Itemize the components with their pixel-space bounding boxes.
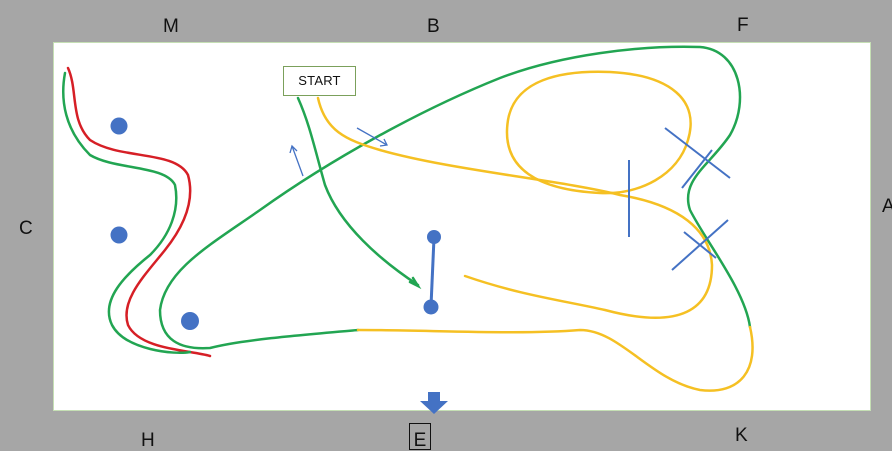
direction-arrow-up — [291, 145, 304, 177]
blue-dumbbell-bar — [429, 237, 436, 307]
direction-arrow-right-head — [379, 138, 388, 147]
yellow-upper-path — [316, 96, 714, 319]
green-left-path — [62, 71, 192, 354]
green-start-arrowhead — [408, 276, 422, 290]
blue-dot-top-left — [110, 117, 128, 135]
start-box: START — [283, 66, 356, 96]
direction-arrow-up-head — [289, 144, 298, 154]
blue-dumbbell-bottom — [423, 299, 439, 315]
blue-cross-line-2 — [681, 149, 713, 189]
label-a: A — [882, 196, 892, 217]
green-main-path — [158, 45, 752, 350]
yellow-bottom-path — [356, 325, 754, 392]
label-c: C — [19, 218, 33, 239]
label-m: M — [163, 16, 179, 37]
entry-arrow-icon — [420, 392, 448, 414]
red-path — [66, 66, 212, 358]
blue-dot-mid-left — [110, 226, 128, 244]
yellow-loop — [505, 70, 692, 195]
arena-field — [53, 42, 871, 411]
label-b: B — [427, 16, 440, 37]
blue-dumbbell-top — [427, 230, 441, 244]
green-start-path — [296, 96, 420, 287]
label-k: K — [735, 425, 748, 446]
label-h: H — [141, 430, 155, 451]
blue-dot-bottom-left — [181, 312, 199, 330]
blue-cross-line-1 — [664, 127, 731, 179]
blue-cross-line-4 — [683, 231, 717, 259]
label-f: F — [737, 15, 749, 36]
direction-arrow-right — [356, 127, 388, 146]
